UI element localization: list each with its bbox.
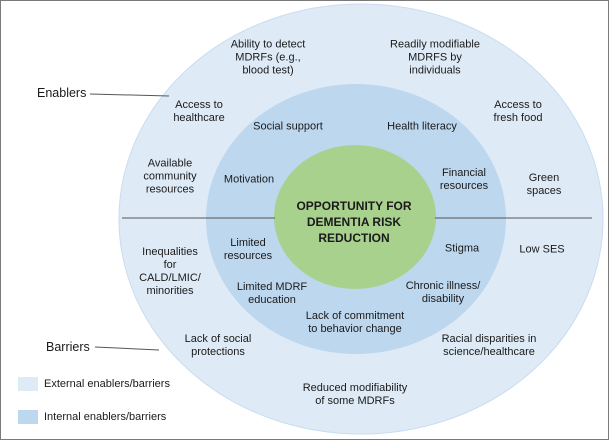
label-social-support: Social support [253, 120, 323, 133]
label-lack-social-protections: Lack of social protections [184, 333, 252, 358]
label-financial-resources: Financial resources [439, 167, 489, 192]
label-community-resources: Available community resources [143, 157, 197, 196]
label-reduced-modifiability: Reduced modifiability of some MDRFs [302, 382, 408, 407]
legend-internal-label: Internal enablers/barriers [44, 411, 167, 423]
barriers-leader-line [94, 346, 160, 351]
label-ability-to-detect: Ability to detect MDRFs (e.g., blood tes… [230, 38, 306, 77]
enablers-leader-line [89, 93, 170, 97]
legend-internal: Internal enablers/barriers [18, 410, 166, 424]
label-racial-disparities: Racial disparities in science/healthcare [441, 333, 537, 358]
label-limited-resources: Limited resources [223, 237, 273, 262]
label-inequalities: Inequalities for CALD/LMIC/ minorities [139, 246, 201, 297]
label-access-fresh-food: Access to fresh food [493, 99, 543, 124]
label-green-spaces: Green spaces [526, 172, 562, 197]
legend-external-label: External enablers/barriers [44, 378, 170, 390]
core-circle [274, 145, 436, 289]
legend-external: External enablers/barriers [18, 377, 170, 391]
label-motivation: Motivation [223, 173, 275, 186]
legend-internal-swatch [18, 410, 38, 424]
legend-external-swatch [18, 377, 38, 391]
label-readily-modifiable: Readily modifiable MDRFS by individuals [390, 38, 480, 77]
barriers-label: Barriers [46, 340, 90, 354]
label-access-healthcare: Access to healthcare [173, 99, 225, 124]
label-limited-mdrf-education: Limited MDRF education [236, 281, 308, 306]
label-health-literacy: Health literacy [387, 120, 457, 133]
label-lack-commitment: Lack of commitment to behavior change [305, 310, 405, 335]
center-opportunity-label: OPPORTUNITY FOR DEMENTIA RISK REDUCTION [296, 199, 412, 245]
label-stigma: Stigma [444, 242, 480, 255]
enablers-label: Enablers [37, 86, 87, 100]
label-chronic-illness: Chronic illness/ disability [405, 280, 481, 305]
label-low-ses: Low SES [519, 243, 565, 256]
